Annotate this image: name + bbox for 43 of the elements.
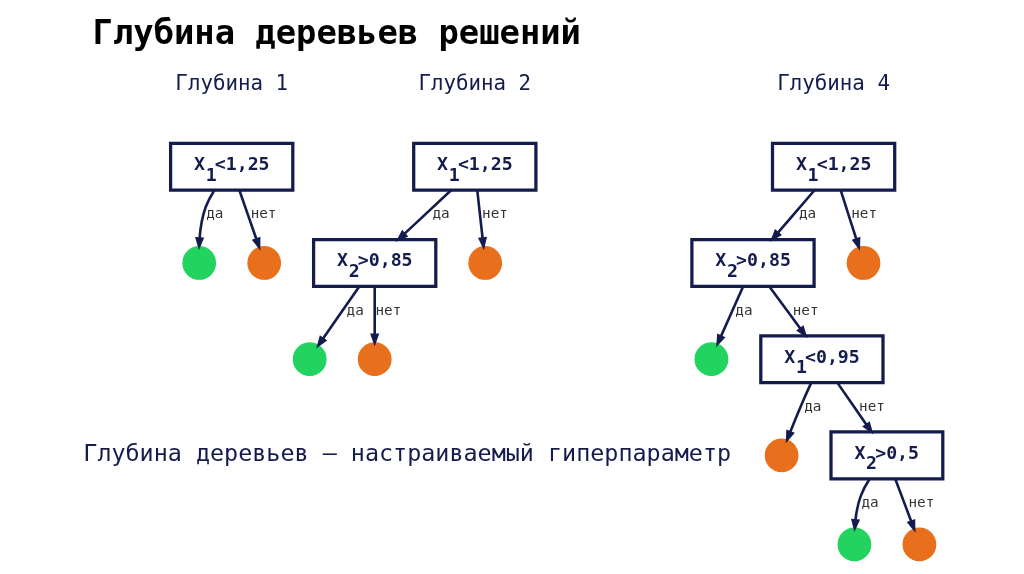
node-circle (902, 527, 936, 562)
arrow (315, 285, 360, 349)
arrow (767, 285, 808, 339)
node-circle (467, 246, 502, 280)
edge-label: да (431, 205, 450, 222)
arrow (850, 478, 871, 533)
edge-label: нет (250, 205, 276, 222)
node-circle (764, 438, 798, 473)
arrow (369, 286, 379, 347)
arrow (475, 190, 487, 251)
arrow (395, 189, 452, 242)
arrow (715, 285, 744, 348)
arrow (835, 381, 873, 435)
arrow (893, 478, 915, 533)
arrow (769, 189, 815, 242)
label: Глубина 1 (174, 70, 288, 95)
arrow (237, 189, 260, 251)
edge-label: да (734, 301, 752, 318)
arrow (194, 189, 215, 251)
label: Глубина 4 (776, 70, 890, 95)
edge-label: да (803, 397, 821, 414)
node-circle (246, 246, 281, 280)
node-circle (292, 342, 327, 377)
edge-label: да (798, 205, 816, 222)
edge-label: нет (374, 301, 401, 318)
node-circle (694, 342, 728, 377)
node-circle (837, 527, 871, 562)
edge-label: нет (481, 205, 508, 222)
node-circle (846, 246, 880, 280)
edge-label: да (205, 205, 223, 222)
diagram-title: Глубина деревьев решений (92, 13, 581, 53)
edge-label: нет (858, 397, 885, 414)
node-circle (357, 342, 392, 377)
edge-label: да (346, 301, 364, 318)
edge-label: нет (907, 494, 934, 511)
label: Глубина деревьев — настраиваемый гиперпараметр (82, 439, 731, 468)
label: Глубина 2 (417, 70, 531, 95)
edge-label: нет (850, 205, 877, 222)
edge-label: да (860, 494, 879, 511)
node-circle (181, 246, 216, 280)
edge-label: нет (792, 301, 819, 318)
arrow (785, 382, 812, 444)
arrow (838, 189, 860, 251)
